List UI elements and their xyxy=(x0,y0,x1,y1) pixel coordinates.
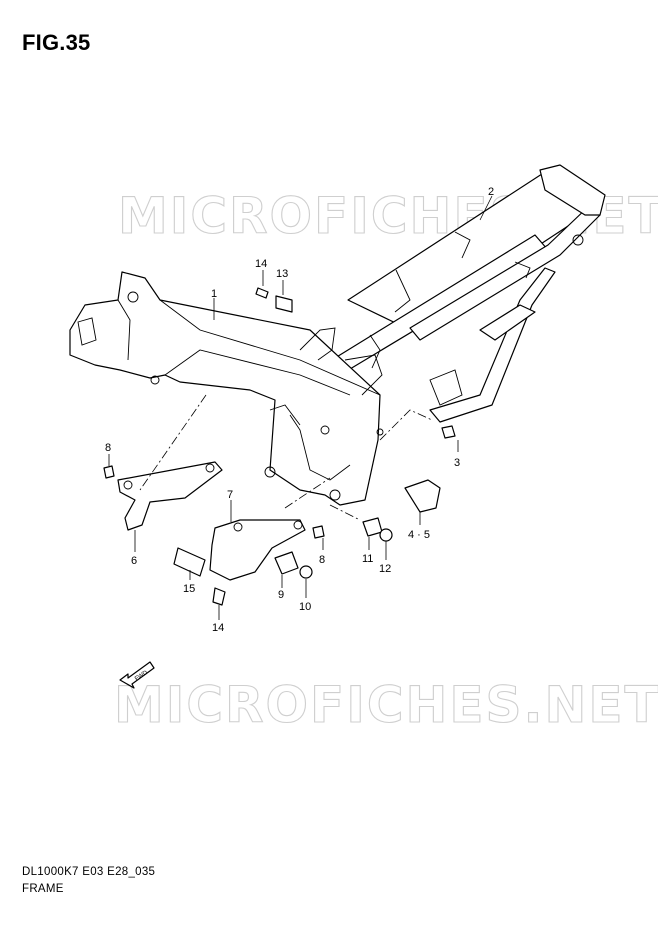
callout-7: 7 xyxy=(227,489,233,501)
callout-8-left: 8 xyxy=(105,442,111,454)
callout-9: 9 xyxy=(278,589,284,601)
callout-12: 12 xyxy=(379,563,391,575)
assembly-line-rear xyxy=(379,409,433,441)
spring-part-9[interactable] xyxy=(274,551,299,575)
nut-part-12[interactable] xyxy=(379,528,393,542)
leader-lines xyxy=(108,195,493,620)
callout-14-upper: 14 xyxy=(255,258,267,270)
callout-14-lower: 14 xyxy=(212,622,224,634)
assembly-line-spring xyxy=(329,504,361,521)
bolt-part-14-upper[interactable] xyxy=(255,287,269,299)
bolt-part-3[interactable] xyxy=(441,425,456,439)
bolt-part-8-right[interactable] xyxy=(312,525,325,539)
nut-part-10[interactable] xyxy=(299,565,313,579)
callout-2: 2 xyxy=(488,186,494,198)
footer-name: FRAME xyxy=(22,883,64,895)
main-frame-part-1[interactable] xyxy=(69,271,384,506)
collar-part-13[interactable] xyxy=(275,295,293,313)
callout-15: 15 xyxy=(183,583,195,595)
watermark-bottom: MICROFICHES.NET xyxy=(114,676,658,734)
collar-part-15[interactable] xyxy=(173,547,206,577)
seat-rail-part-2[interactable] xyxy=(334,164,606,423)
pad-part-4-5[interactable] xyxy=(404,479,441,513)
callout-6: 6 xyxy=(131,555,137,567)
callout-13: 13 xyxy=(276,268,288,280)
footer-code: DL1000K7 E03 E28_035 xyxy=(22,866,156,878)
callout-4-5: 4 · 5 xyxy=(408,529,430,541)
callout-1: 1 xyxy=(211,288,217,300)
bracket-part-7[interactable] xyxy=(209,519,306,581)
callout-11: 11 xyxy=(362,553,373,565)
callout-8-right: 8 xyxy=(319,554,325,566)
bolt-part-14-lower[interactable] xyxy=(212,587,226,606)
bolt-part-8-left[interactable] xyxy=(103,465,115,479)
spring-part-11[interactable] xyxy=(362,517,383,537)
figure-title: FIG.35 xyxy=(22,30,91,55)
assembly-line-footrest xyxy=(139,394,207,491)
callout-3: 3 xyxy=(454,457,460,469)
callout-10: 10 xyxy=(299,601,311,613)
footrest-bracket-part-6[interactable] xyxy=(117,461,223,531)
